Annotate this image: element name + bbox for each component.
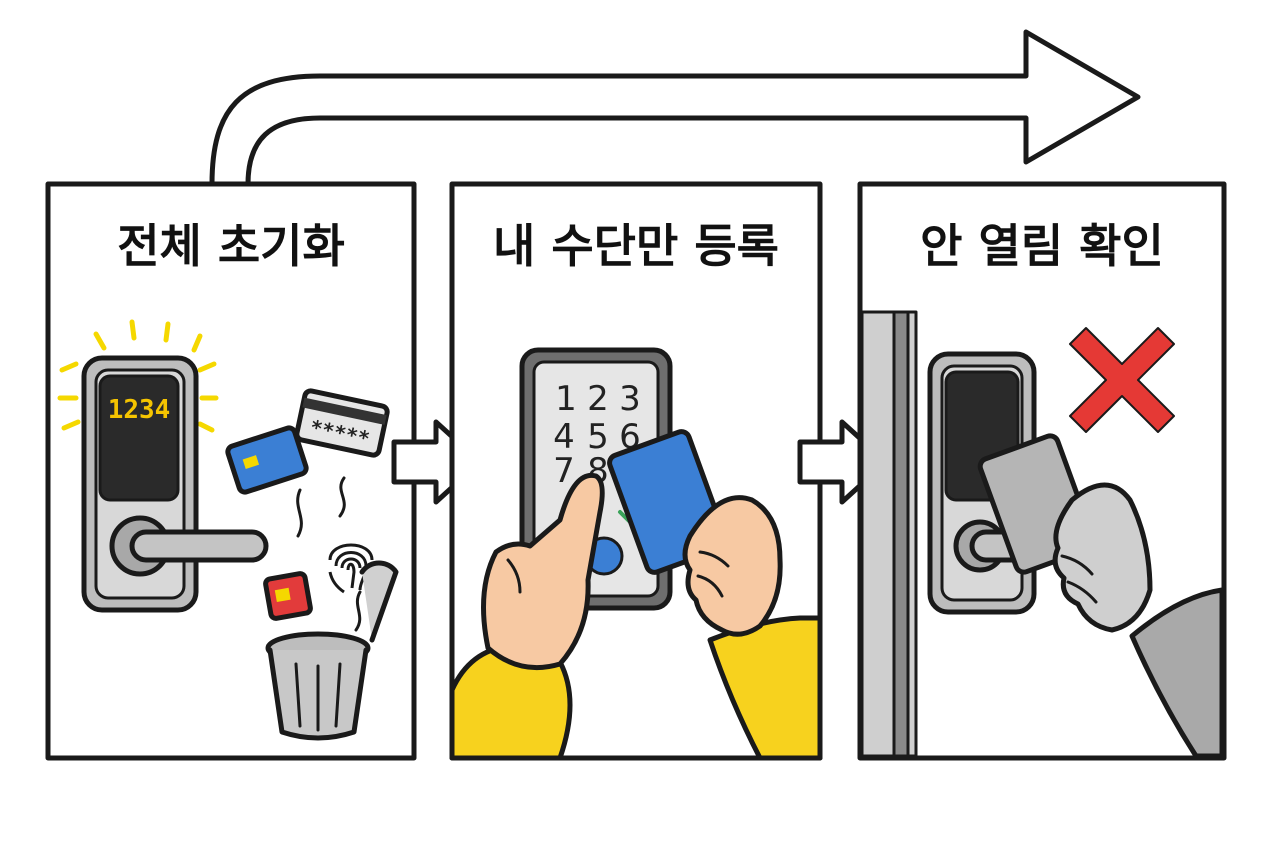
door-lock-icon (927, 351, 1075, 615)
blue-card-icon (225, 425, 309, 495)
panel-verify: 안 열림 확인 (857, 181, 1227, 761)
lock-code: 1234 (108, 395, 171, 425)
cross-icon (1069, 327, 1175, 433)
hand-icon (977, 433, 1225, 759)
glow-rays (57, 319, 219, 433)
panel-title-reset: 전체 초기화 (117, 219, 345, 273)
panel-title-verify: 안 열림 확인 (920, 219, 1164, 273)
card-icon: ***** (294, 388, 390, 458)
keypad-key-7: 7 (553, 451, 575, 491)
trash-can-icon (265, 560, 399, 741)
keypad-key-5: 5 (587, 417, 609, 457)
panel-register: 내 수단만 등록 1 2 3 4 5 6 7 8 (449, 181, 823, 761)
hand-icon (449, 472, 605, 761)
flow-arrow-icon (209, 29, 1141, 187)
squiggle-lines (296, 476, 362, 632)
keypad-key-1: 1 (555, 379, 577, 419)
red-card-icon (263, 571, 313, 621)
keypad-key-2: 2 (587, 379, 609, 419)
keypad-key-4: 4 (553, 417, 575, 457)
panel-reset: 전체 초기화 1234 ***** (45, 181, 417, 761)
keypad-key-3: 3 (619, 379, 641, 419)
door-lock-icon: 1234 (81, 355, 269, 613)
door-frame (860, 310, 918, 758)
hand-icon (682, 495, 823, 761)
panel-title-register: 내 수단만 등록 (493, 219, 779, 273)
